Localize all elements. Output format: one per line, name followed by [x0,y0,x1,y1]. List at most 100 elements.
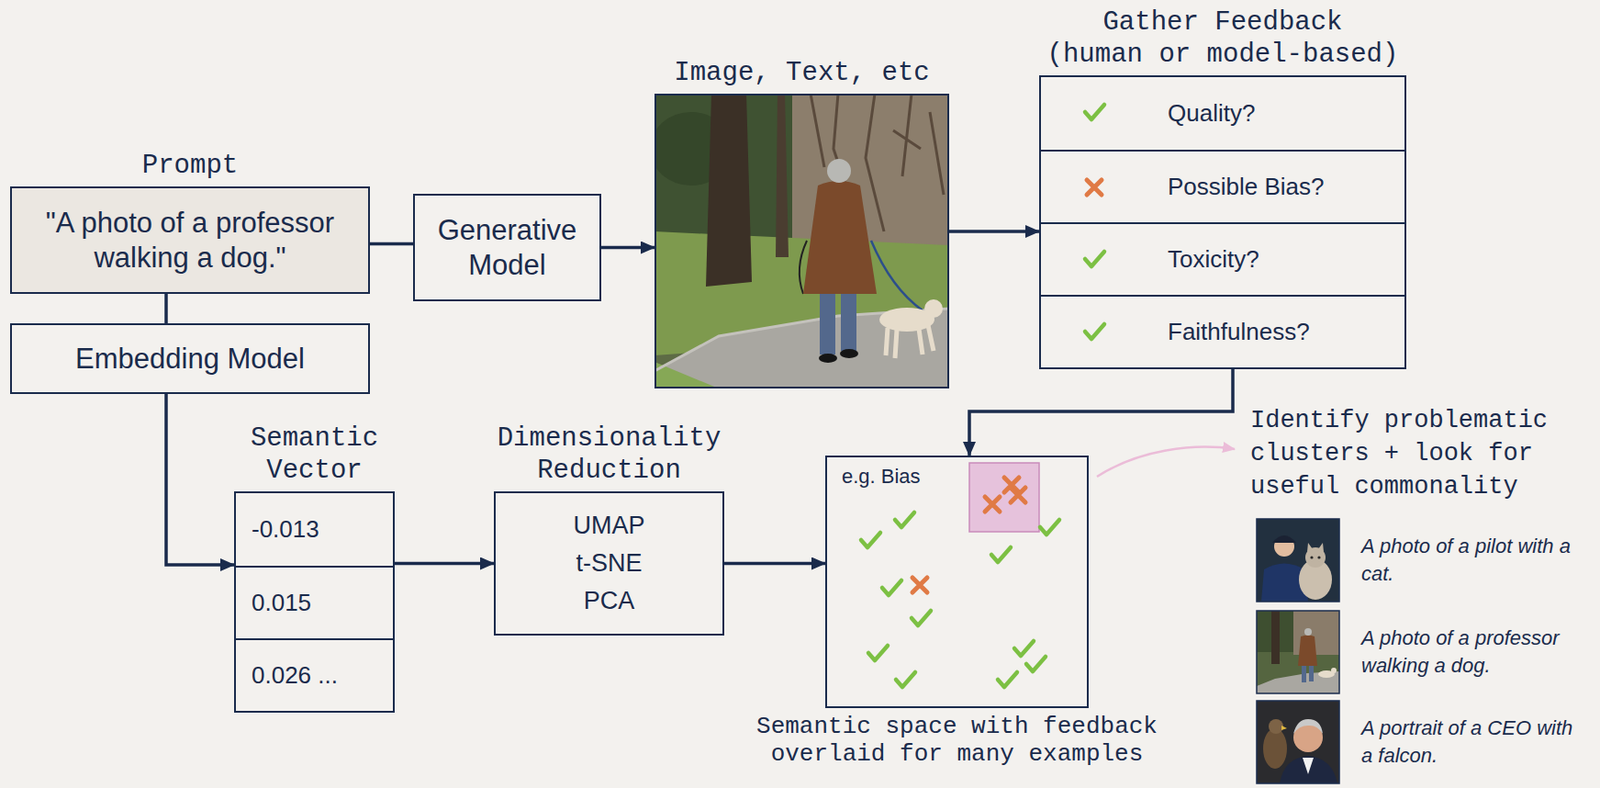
node-text: Generative Model [427,212,587,281]
thumbnail-pilot [1256,518,1340,602]
body-wrap: -0.013 0.015 0.026 ... [235,492,393,711]
thumbnail-pilot [1317,555,1321,559]
feedback-icons [1085,104,1105,120]
feedback-row: Quality? [1040,77,1405,150]
scatter-marks [969,462,1040,532]
body-wrap: "A photo of a professor walking a dog." [24,205,356,274]
node-caption: Semantic space with feedback overlaid fo… [746,713,1169,769]
node-heading: Prompt [52,150,328,183]
thumbnail-professor [1309,663,1314,682]
thumbnail-professor [1297,635,1318,667]
node-heading: Semantic Vector [234,423,395,488]
photo-illustration [819,288,836,355]
scatter-marks [1040,519,1060,535]
connector [394,561,494,566]
scatter-marks [1014,640,1034,656]
connector [369,242,414,247]
scatter-marks [991,547,1011,562]
example-caption: A portrait of a CEO with a falcon. [1361,714,1578,770]
head-wrap: Semantic Vector [234,423,395,488]
decoration [649,93,1340,784]
scatter-marks [861,462,1060,687]
node-text: Possible Bias? [1167,172,1325,202]
thumbnail-ceo [1302,757,1314,774]
body-wrap: e.g. Bias [841,464,1073,489]
node-text: Faithfulness? [1167,317,1310,347]
example-caption: A photo of a pilot with a cat. [1361,532,1578,588]
thumbnail-pilot [1256,518,1340,602]
node-text: Toxicity? [1167,245,1260,274]
connector [724,561,826,566]
node-heading: (human or model-based) [1029,39,1416,72]
thumbnail-ceo [1256,700,1340,784]
vector-cell: 0.026 ... [235,637,393,711]
vector-cell: -0.013 [235,492,393,566]
leader-arrow [1096,447,1235,477]
photo-illustration [839,348,859,359]
annotation-note: Identify problematic clusters + look for… [1250,403,1578,504]
feedback-row: Toxicity? [1040,222,1405,295]
thumbnail-ceo [1256,700,1340,784]
thumbnail-ceo [1256,700,1340,784]
node-text: t-SNE [508,544,710,582]
vector-table: Semantic Vector-0.0130.0150.026 ... [234,491,395,713]
body-wrap: Quality? Possible Bias? Toxicity? Faithfuln… [1040,77,1405,368]
node-text: Embedding Model [24,341,356,376]
node-text: -0.013 [251,514,320,544]
thumbnail-pilot [1272,535,1297,543]
connector [601,246,655,250]
body-wrap: Generative Model [427,212,587,281]
thumbnail-ceo [1268,718,1284,734]
scatter-marks [984,496,1000,512]
scatter-marks [882,580,902,595]
thumbnail-professor [1301,663,1307,683]
thumbnail-pilot [1309,555,1313,559]
feedback-icons [1086,179,1102,195]
scatter-marks [861,532,881,548]
photo-illustration [705,93,752,287]
photo-illustration [803,180,877,294]
photo-illustration [818,353,838,363]
node-heading: Dimensionality Reduction [458,423,761,488]
body-wrap: Embedding Model [24,341,356,376]
thumbnail-pilot [1256,518,1340,602]
feedback-icons [1085,324,1105,339]
connector [969,369,1233,456]
body-wrap: 0.015 [251,588,312,617]
method-box: Dimensionality ReductionUMAPt-SNEPCA [493,491,725,636]
example-caption: A photo of a professor walking a dog. [1361,624,1578,680]
vector-cell: 0.015 [235,565,393,638]
head-wrap: Prompt [52,150,328,183]
body-wrap: Toxicity? [1167,245,1260,274]
thumbnail-ceo [1263,727,1287,769]
scatter-marks [895,671,916,687]
scatter-marks [997,671,1018,687]
photo-illustration [654,308,950,371]
feedback-row: Possible Bias? [1040,149,1405,223]
head-wrap: Gather Feedback(human or model-based) [1029,7,1416,72]
thumbnail-professor [1256,671,1340,694]
node-heading: Image, Text, etc [646,57,959,90]
body-wrap: -0.013 [251,514,320,544]
thumbnail-professor [1331,667,1337,673]
thumbnail-ceo [1279,755,1338,784]
thumbnail-ceo [1281,725,1287,730]
photo-illustration [775,93,789,258]
thumbnail-professor [1304,627,1312,636]
scatter-marks [895,512,915,527]
node-text: 0.026 ... [251,660,338,690]
output-image: Image, Text, etc [654,93,950,389]
connector [949,229,1040,234]
scatter-marks [868,645,888,661]
body-wrap: 0.026 ... [251,660,338,690]
thumbnail-professor [1271,610,1280,664]
node-text: e.g. Bias [841,464,1073,489]
body-wrap: UMAPt-SNEPCA [508,506,710,620]
body-wrap: Possible Bias? [1167,172,1325,202]
feedback-table: Gather Feedback(human or model-based)Qua… [1039,75,1407,370]
photo-illustration [827,158,851,183]
scatter-marks [1026,656,1046,672]
